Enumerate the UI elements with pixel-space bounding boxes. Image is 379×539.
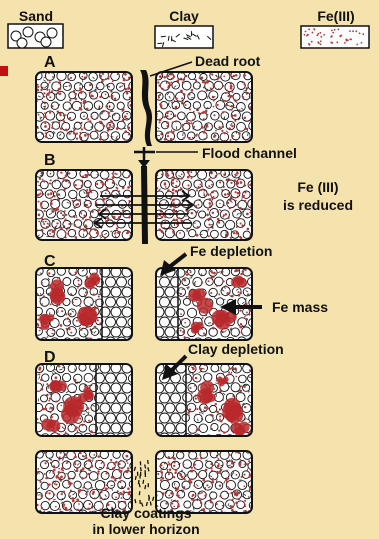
legend-fe-label: Fe(III) — [317, 8, 354, 24]
clay-coatings-marks — [134, 460, 153, 507]
clay-coatings-label-line2: in lower horizon — [92, 521, 199, 537]
fe-reduced-label-line1: Fe (III) — [297, 179, 338, 195]
legend-clay-label: Clay — [169, 8, 199, 24]
panel-b: B Flood channel Fe (III) is reduced — [34, 145, 353, 244]
flood-channel-label: Flood channel — [202, 145, 297, 161]
fe-depletion-label: Fe depletion — [190, 243, 272, 259]
dead-root — [140, 70, 152, 146]
fe-reduced-label-line2: is reduced — [283, 197, 353, 213]
panel-b-letter: B — [44, 152, 56, 169]
fe-mass-label: Fe mass — [272, 299, 328, 315]
clay-coatings-label-line1: Clay coatings — [100, 505, 191, 521]
panel-c: C Fe depletion Fe mass — [34, 243, 328, 347]
flood-down-arrow-head — [138, 160, 150, 168]
clay-depletion-label: Clay depletion — [188, 341, 284, 357]
panel-d: D Clay depletion — [34, 341, 284, 443]
legend: Sand Clay Fe(III) — [8, 8, 369, 48]
dead-root-label: Dead root — [195, 53, 261, 69]
panel-a-letter: A — [44, 54, 56, 71]
legend-sand-label: Sand — [19, 8, 53, 24]
panel-e: Clay coatings in lower horizon — [34, 449, 256, 537]
panel-a: A Dead root — [34, 53, 260, 146]
